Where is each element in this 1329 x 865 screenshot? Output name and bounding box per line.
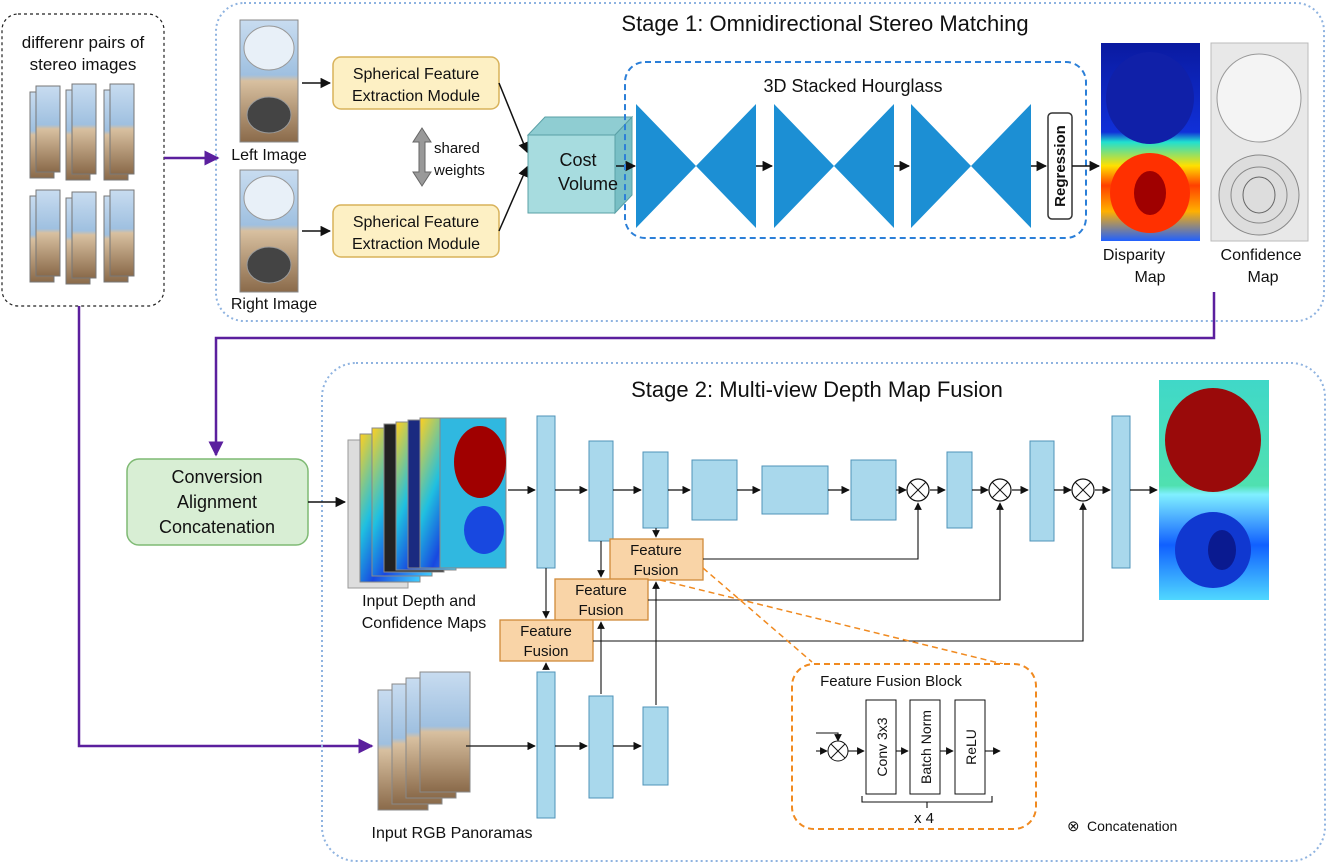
bottleneck-block-1 — [691, 459, 738, 521]
dec-block-2 — [1029, 440, 1055, 542]
input-depth-label-1: Input Depth and — [362, 593, 476, 610]
relu-layer — [954, 699, 986, 795]
cost-volume-label-2: Volume — [558, 174, 618, 194]
stage1-container: Stage 1: Omnidirectional Stereo Matching — [215, 2, 1325, 322]
regression-block: Regression — [1047, 112, 1073, 220]
svg-text:Fusion: Fusion — [633, 562, 678, 579]
hourglass-3-right — [971, 104, 1031, 228]
input-pairs-box: differenr pairs of stereo images — [1, 13, 165, 307]
confidence-label-2: Map — [1247, 269, 1278, 286]
shared-weights-arrow-icon — [412, 127, 432, 187]
depth-enc-block-2 — [588, 440, 614, 542]
hourglass-2-left — [774, 104, 834, 228]
input-rgb-label: Input RGB Panoramas — [372, 825, 533, 842]
svg-text:Conversion: Conversion — [171, 467, 262, 487]
svg-text:Alignment: Alignment — [177, 492, 257, 512]
hourglass-1-right — [696, 104, 756, 228]
cost-volume-label-1: Cost — [559, 150, 596, 170]
concat-legend-icon: ⊗ — [1067, 818, 1080, 835]
svg-text:Spherical Feature: Spherical Feature — [353, 214, 479, 231]
dec-block-3 — [1111, 415, 1131, 569]
concat-icon-1 — [906, 478, 930, 502]
depth-enc-block-1 — [536, 415, 556, 569]
feature-fusion-block-detail: Feature Fusion Block Conv 3x3 Batch Norm… — [791, 663, 1037, 830]
svg-text:Feature: Feature — [520, 623, 572, 640]
stage2-container: Stage 2: Multi-view Depth Map Fusion — [321, 362, 1326, 862]
disparity-label-1: Disparity — [1103, 247, 1165, 264]
fusion-connections — [542, 502, 1087, 705]
stereo-thumbnails — [29, 83, 135, 285]
concat-icon-2 — [988, 478, 1012, 502]
hourglass-title: 3D Stacked Hourglass — [763, 76, 942, 96]
svg-text:Extraction Module: Extraction Module — [352, 88, 480, 105]
bottleneck-block-2 — [761, 465, 829, 515]
network-blocks — [536, 415, 1131, 819]
svg-text:Fusion: Fusion — [578, 602, 623, 619]
concat-symbols — [906, 478, 1095, 502]
main-flow-arrows — [466, 485, 1158, 751]
repeat-label: x 4 — [914, 810, 934, 827]
confidence-map-image — [1210, 42, 1309, 242]
ffb-title: Feature Fusion Block — [820, 673, 962, 690]
left-image — [239, 19, 299, 143]
hourglass-3-left — [911, 104, 971, 228]
feature-module-top: Spherical Feature Extraction Module — [332, 56, 500, 110]
cost-volume-cube — [526, 115, 634, 215]
input-pairs-label-1: differenr pairs of — [22, 33, 145, 52]
svg-text:Batch Norm: Batch Norm — [918, 710, 934, 784]
hourglass-1-left — [636, 104, 696, 228]
concat-icon-3 — [1071, 478, 1095, 502]
concat-legend-label: Concatenation — [1087, 818, 1177, 834]
svg-text:Spherical Feature: Spherical Feature — [353, 66, 479, 83]
stage1-title: Stage 1: Omnidirectional Stereo Matching — [621, 11, 1028, 36]
feature-module-bottom: Spherical Feature Extraction Module — [332, 204, 500, 258]
depth-enc-block-3 — [642, 451, 669, 529]
zoom-lines — [659, 567, 1004, 665]
shared-weights-label-2: weights — [433, 162, 485, 179]
svg-text:Conv 3x3: Conv 3x3 — [874, 717, 890, 776]
feature-top-to-cost-arrow — [498, 82, 529, 153]
batchnorm-layer — [909, 699, 941, 795]
fused-depth-map — [1159, 380, 1269, 600]
svg-text:Concatenation: Concatenation — [159, 517, 275, 537]
conversion-box: Conversion Alignment Concatenation — [126, 458, 309, 546]
input-to-rgb-arrow — [77, 306, 374, 754]
feature-fusion-3: Feature Fusion — [609, 538, 704, 581]
hourglass-blocks — [636, 104, 1031, 228]
regression-label: Regression — [1052, 125, 1069, 207]
right-image-label: Right Image — [231, 296, 317, 313]
right-image — [239, 169, 299, 293]
left-image-label: Left Image — [231, 147, 307, 164]
stage1-to-conversion-arrow — [208, 292, 1216, 457]
rgb-panorama-stack — [377, 671, 471, 811]
rgb-enc-block-1 — [536, 671, 556, 819]
feature-fusion-1: Feature Fusion — [499, 619, 594, 662]
repeat-brace — [861, 796, 993, 808]
ffb-concat-icon — [827, 740, 849, 762]
bottleneck-block-3 — [850, 459, 897, 521]
svg-text:Feature: Feature — [630, 542, 682, 559]
conv-layer — [865, 699, 897, 795]
stage2-title: Stage 2: Multi-view Depth Map Fusion — [631, 377, 1003, 402]
confidence-label-1: Confidence — [1221, 247, 1302, 264]
feature-bottom-to-cost-arrow — [498, 166, 529, 232]
input-depth-stack — [347, 417, 507, 589]
input-depth-label-2: Confidence Maps — [362, 615, 487, 632]
dec-block-1 — [946, 451, 973, 529]
disparity-map-image — [1101, 43, 1200, 241]
input-pairs-label-2: stereo images — [30, 55, 137, 74]
concat-legend: ⊗ Concatenation — [1067, 818, 1177, 835]
svg-text:Fusion: Fusion — [523, 643, 568, 660]
svg-text:Feature: Feature — [575, 582, 627, 599]
shared-weights-label-1: shared — [434, 140, 480, 157]
rgb-enc-block-3 — [642, 706, 669, 786]
rgb-enc-block-2 — [588, 695, 614, 799]
hourglass-container: 3D Stacked Hourglass — [624, 61, 1087, 239]
hourglass-2-right — [834, 104, 894, 228]
svg-text:Extraction Module: Extraction Module — [352, 236, 480, 253]
feature-fusion-2: Feature Fusion — [554, 578, 649, 621]
disparity-label-2: Map — [1134, 269, 1165, 286]
svg-text:ReLU: ReLU — [963, 729, 979, 765]
